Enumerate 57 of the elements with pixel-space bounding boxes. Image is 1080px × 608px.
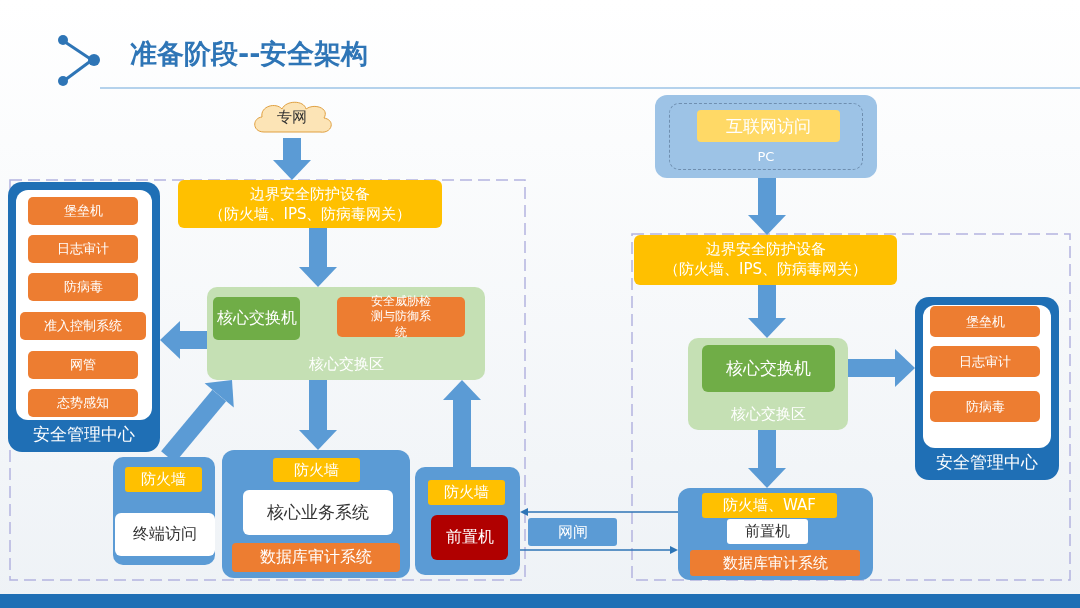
threat-detection-box: 安全威胁检测与防御系统 xyxy=(337,297,465,337)
boundary-device-box xyxy=(178,180,442,228)
front-group-box xyxy=(415,467,520,575)
db-audit-box: 数据库审计系统 xyxy=(690,550,860,576)
item-box: 准入控制系统 xyxy=(20,312,146,340)
terminal-access-box: 终端访问 xyxy=(115,513,215,556)
business-group-box xyxy=(222,450,410,578)
boundary-device-box xyxy=(634,235,897,285)
panel-title: 安全管理中心 xyxy=(935,451,1039,474)
item-box: 防病毒 xyxy=(28,273,138,301)
management-center-panel xyxy=(915,297,1059,480)
item-box: 防病毒 xyxy=(930,391,1040,422)
item-box: 堡垒机 xyxy=(28,197,138,225)
gatekeeper-box: 网闸 xyxy=(528,518,617,546)
item-box: 网管 xyxy=(28,351,138,379)
box-heading: 边界安全防护设备 xyxy=(704,240,827,259)
terminal-group-box xyxy=(113,457,215,565)
core-switch-box: 核心交换机 xyxy=(213,297,300,340)
arrow xyxy=(519,546,678,554)
panel-title: 安全管理中心 xyxy=(32,423,136,446)
core-zone xyxy=(207,287,485,380)
block-arrow xyxy=(160,321,207,359)
firewall-box: 防火墙 xyxy=(273,458,360,482)
block-arrow xyxy=(273,138,311,180)
item-box: 日志审计 xyxy=(28,235,138,263)
zone-label: 核心交换区 xyxy=(307,355,385,374)
block-arrow xyxy=(299,380,337,450)
box-subheading: （防火墙、IPS、防病毒网关） xyxy=(663,260,868,279)
box-subheading: （防火墙、IPS、防病毒网关） xyxy=(207,205,413,224)
db-audit-box: 数据库审计系统 xyxy=(232,543,400,572)
item-box: 日志审计 xyxy=(930,346,1040,377)
firewall-box: 防火墙 xyxy=(428,480,505,505)
core-business-box: 核心业务系统 xyxy=(243,490,393,535)
internet-access-box: 互联网访问 xyxy=(697,110,840,142)
item-box: 态势感知 xyxy=(28,389,138,417)
cloud-label: 专网 xyxy=(277,108,307,127)
management-center-panel xyxy=(8,182,160,452)
block-arrow xyxy=(748,178,786,235)
block-arrow xyxy=(748,430,786,488)
firewall-waf-box: 防火墙、WAF xyxy=(702,493,837,518)
box-heading: 边界安全防护设备 xyxy=(249,185,371,204)
block-arrow xyxy=(848,349,915,387)
item-box: 堡垒机 xyxy=(930,306,1040,337)
block-arrow xyxy=(748,285,786,338)
block-arrow xyxy=(299,228,337,287)
core-zone xyxy=(688,338,848,430)
title: 准备阶段--安全架构 xyxy=(130,37,369,71)
block-arrow xyxy=(443,380,481,467)
core-switch-box: 核心交换机 xyxy=(702,345,835,392)
internet-access-panel xyxy=(655,95,877,178)
device-list-label: PC xyxy=(756,149,776,164)
firewall-box: 防火墙 xyxy=(125,467,202,492)
front-server-box: 前置机 xyxy=(727,519,808,544)
zone-label: 核心交换区 xyxy=(729,405,807,424)
front-server-box: 前置机 xyxy=(431,515,508,560)
front-group-box xyxy=(678,488,873,580)
arrow xyxy=(520,508,679,516)
